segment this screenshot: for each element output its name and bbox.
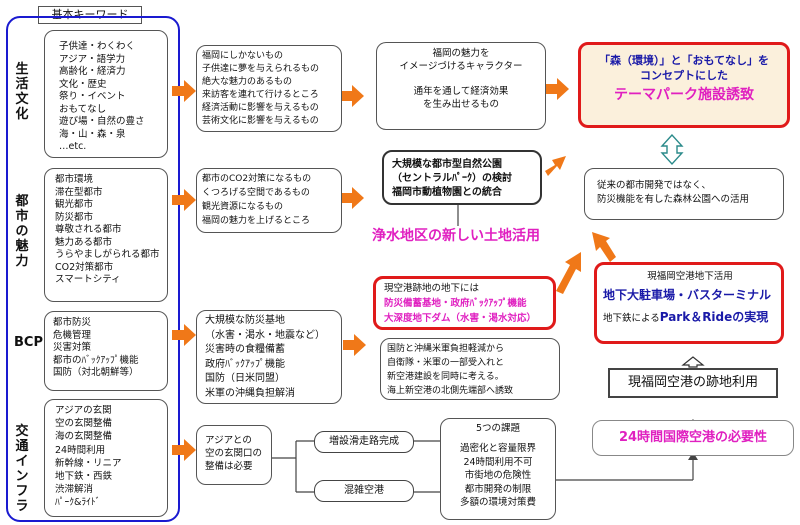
parking-box: 現福岡空港地下活用 地下大駐車場・バスターミナル 地下鉄によるPark＆Ride… xyxy=(594,262,784,344)
keywords-city: 都市環境 滞在型都市 観光都市 防災都市 尊敬される都市 魅力ある都市 うらやま… xyxy=(44,168,168,302)
airport-need-box: 24時間国際空港の必要性 xyxy=(592,420,794,456)
category-city: 都市の魅力 xyxy=(15,194,29,269)
middle-lifestyle: 福岡にしかないもの 子供達に夢を与えられるもの 絶大な魅力のあるもの 来訪客を連… xyxy=(196,45,342,132)
issues-box: 5つの課題 過密化と容量限界 24時間利用不可 市街地の危険性 都市開発の制限 … xyxy=(440,418,556,520)
arrow-bcp-2 xyxy=(343,334,366,356)
arrow-parking-up xyxy=(592,232,616,262)
category-transport: 交通インフラ xyxy=(15,424,29,514)
arrow-transport xyxy=(172,439,196,461)
airport-under-line1: 防災備蓄基地・政府ﾊﾞｯｸｱｯﾌﾟ機能 xyxy=(384,298,527,309)
arrow-character xyxy=(545,78,569,100)
category-frame xyxy=(6,16,180,522)
arrow-airport-under xyxy=(556,252,581,294)
character-box: 福岡の魅力を イメージづけるキャラクター 通年を通して経済効果 を生み出せるもの xyxy=(376,42,546,130)
theme-line2: コンセプトにした xyxy=(640,69,728,82)
arrow-double-vertical xyxy=(660,133,684,166)
arrow-up-outline-2 xyxy=(681,356,705,368)
keywords-transport: アジアの玄関 空の玄関整備 海の玄関整備 24時間利用 新幹線・リニア 地下鉄・… xyxy=(44,399,168,517)
issues-title: 5つの課題 xyxy=(475,423,521,434)
theme-line1: 「森（環境）」と「おもてなし」を xyxy=(598,54,770,67)
park-box: 大規模な都市型自然公園 （セントラルﾊﾟｰｸ）の検討 福岡市動植物園との統合 xyxy=(382,150,542,205)
category-lifestyle: 生活文化 xyxy=(15,62,29,122)
arrow-bcp xyxy=(172,324,196,346)
parking-pr-line: 地下鉄によるPark＆Rideの実現 xyxy=(603,306,777,330)
middle-city: 都市のCO2対策になるもの くつろげる空間であるもの 観光資源になるもの 福岡の… xyxy=(196,168,342,233)
character-sub: 通年を通して経済効果 を生み出せるもの xyxy=(413,86,509,110)
arrow-park xyxy=(545,156,566,176)
parking-highlight: 地下大駐車場・バスターミナル xyxy=(603,288,772,302)
arrow-city-2 xyxy=(340,187,364,209)
parking-pr: Park＆Rideの実現 xyxy=(659,310,769,324)
runway-box: 増設滑走路完成 xyxy=(314,431,414,453)
issues-items: 過密化と容量限界 24時間利用不可 市街地の危険性 都市開発の制限 多額の環境対… xyxy=(459,443,536,508)
arrow-lifestyle-2 xyxy=(340,85,364,107)
forest-park-box: 従来の都市開発ではなく、 防災機能を有した森林公園への活用 xyxy=(584,168,784,220)
arrow-up-need xyxy=(688,452,698,460)
airport-under-title: 現空港跡地の地下には xyxy=(384,283,480,294)
parking-title: 現福岡空港地下活用 xyxy=(647,271,733,282)
congested-box: 混雑空港 xyxy=(314,480,414,502)
parking-pre: 地下鉄による xyxy=(603,313,660,324)
middle-transport: アジアとの 空の玄関口の 整備は必要 xyxy=(196,425,272,485)
character-title: 福岡の魅力を イメージづけるキャラクター xyxy=(399,48,523,72)
airport-under-line2: 大深度地下ダム（水害・渇水対応） xyxy=(384,313,537,324)
theme-park-box: 「森（環境）」と「おもてなし」を コンセプトにした テーマパーク施設誘致 xyxy=(578,42,790,128)
airport-under-box: 現空港跡地の地下には 防災備蓄基地・政府ﾊﾞｯｸｱｯﾌﾟ機能 大深度地下ダム（水… xyxy=(373,276,556,330)
keywords-bcp: 都市防災 危機管理 災害対策 都市のﾊﾞｯｸｱｯﾌﾟ機能 国防（対北朝鮮等） xyxy=(44,311,168,391)
arrow-city xyxy=(172,189,196,211)
theme-highlight: テーマパーク施設誘致 xyxy=(614,87,754,103)
defense-box: 国防と沖縄米軍負担軽減から 自衛隊・米軍の一部受入れと 新空港建設を同時に考える… xyxy=(380,338,560,400)
arrow-lifestyle xyxy=(172,80,196,102)
water-site-text: 浄水地区の新しい土地活用 xyxy=(372,228,540,244)
middle-bcp: 大規模な防災基地 （水害・渇水・地震など） 災害時の食糧備蓄 政府ﾊﾞｯｸｱｯﾌ… xyxy=(196,310,342,404)
airport-use-box: 現福岡空港の跡地利用 xyxy=(608,368,778,398)
keywords-lifestyle: 子供達・わくわく アジア・語学力 高齢化・経済力 文化・歴史 祭り・イベント お… xyxy=(44,30,168,158)
